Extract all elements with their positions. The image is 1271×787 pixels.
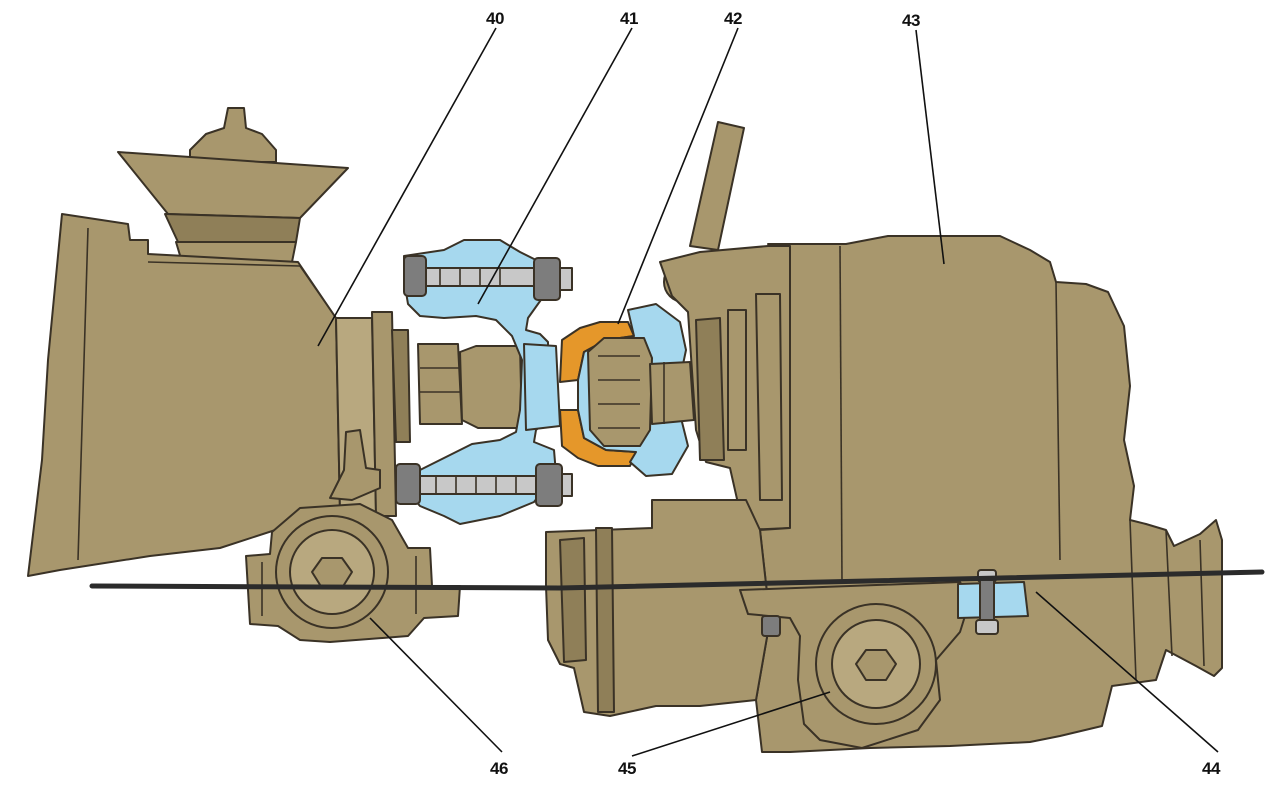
- leader-41: [477, 27, 633, 305]
- leader-44: [1035, 591, 1219, 753]
- lower-coupling-bolt: [395, 463, 573, 507]
- callout-40: 40: [486, 9, 504, 28]
- flexible-coupling-element: [559, 303, 695, 477]
- leader-45: [631, 691, 831, 757]
- leader-46: [369, 617, 503, 753]
- callout-43: 43: [902, 11, 920, 30]
- support-rod: [89, 569, 1265, 591]
- leader-lines: [317, 27, 1219, 757]
- callout-46: 46: [490, 759, 508, 778]
- leader-42: [617, 27, 739, 325]
- gearbox-housing: [545, 121, 1223, 753]
- callout-labels: 40 41 42 43 44 45 46: [486, 9, 1221, 778]
- leader-43: [915, 29, 945, 265]
- upper-coupling-bolt: [403, 255, 573, 301]
- callout-44: 44: [1202, 759, 1221, 778]
- callout-42: 42: [724, 9, 742, 28]
- left-engine-mount: [245, 503, 461, 643]
- engine-transmission-housing: [27, 107, 523, 577]
- leader-40: [317, 27, 497, 347]
- coupling-flange-assembly: [403, 239, 561, 525]
- callout-45: 45: [618, 759, 636, 778]
- callout-41: 41: [620, 9, 638, 28]
